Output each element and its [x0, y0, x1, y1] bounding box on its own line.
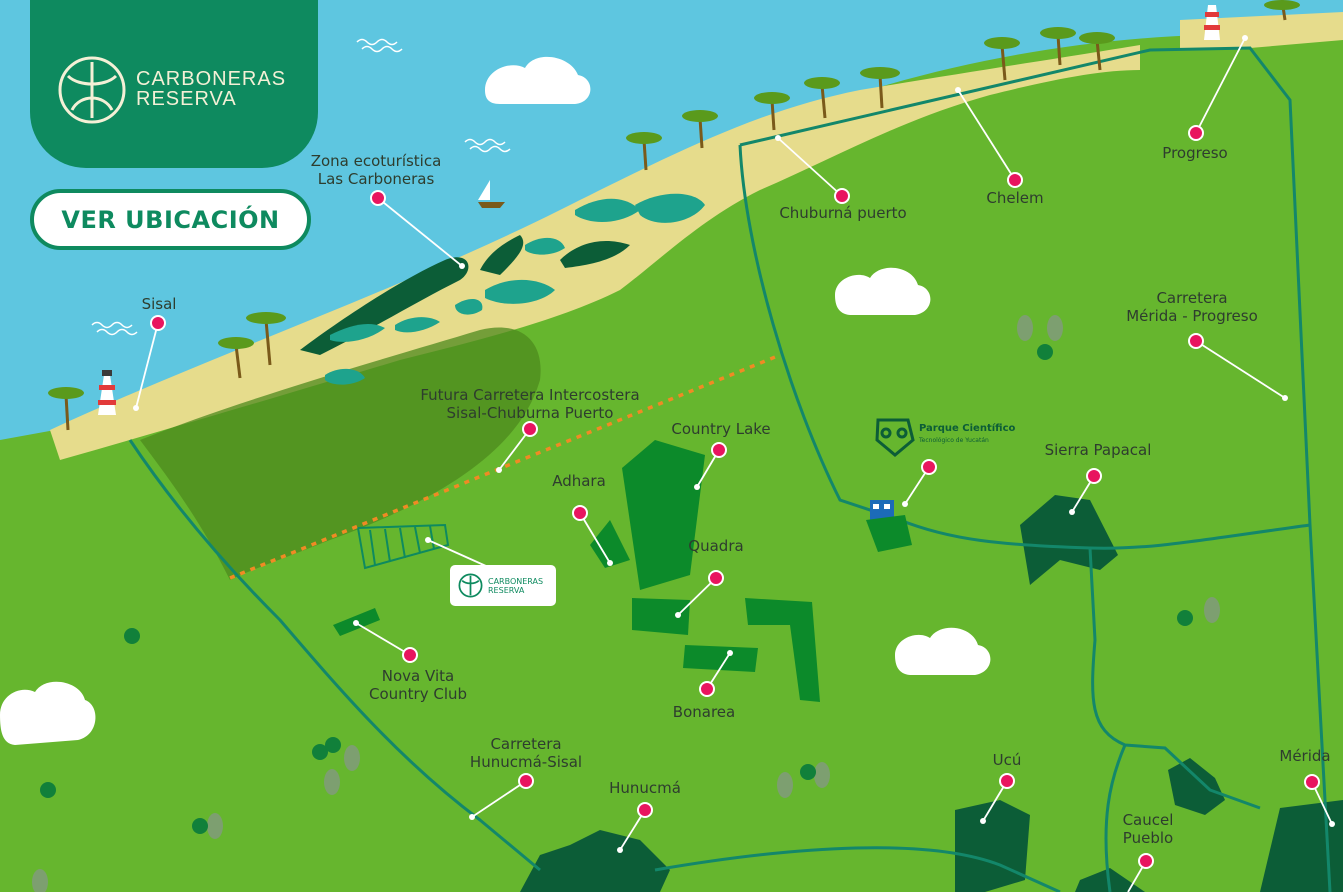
pin-quadra[interactable] — [708, 570, 724, 586]
urban-areas — [520, 495, 1343, 892]
label-zona: Zona ecoturística Las Carboneras — [310, 152, 442, 188]
pin-carretera-progreso[interactable] — [1188, 333, 1204, 349]
label-futura: Futura Carretera Intercostera Sisal-Chub… — [420, 386, 640, 422]
pin-futura[interactable] — [522, 421, 538, 437]
label-chuburna: Chuburná puerto — [779, 204, 907, 222]
label-quadra: Quadra — [688, 537, 744, 555]
label-ucu: Ucú — [992, 751, 1022, 769]
pin-chelem[interactable] — [1007, 172, 1023, 188]
lighthouse-icon — [98, 370, 116, 415]
pin-caucel[interactable] — [1138, 853, 1154, 869]
pin-progreso[interactable] — [1188, 125, 1204, 141]
parque-logo-icon — [875, 418, 915, 457]
label-merida: Mérida — [1279, 747, 1331, 765]
pin-chuburna[interactable] — [834, 188, 850, 204]
pin-sisal[interactable] — [150, 315, 166, 331]
map-pins — [133, 35, 1335, 869]
carboneras-logo-icon — [58, 56, 126, 124]
parque-subtitle: Tecnológico de Yucatán — [919, 437, 989, 444]
pin-ucu[interactable] — [999, 773, 1015, 789]
pin-bonarea[interactable] — [699, 681, 715, 697]
ver-ubicacion-button[interactable]: VER UBICACIÓN — [30, 189, 311, 250]
mangrove-patch — [560, 240, 630, 268]
label-hunucma-sisal: Carretera Hunucmá-Sisal — [469, 735, 583, 771]
pin-country-lake[interactable] — [711, 442, 727, 458]
brand-panel: CARBONERAS RESERVA — [30, 0, 318, 168]
sign-line2: RESERVA — [488, 586, 525, 595]
roads — [128, 46, 1332, 892]
label-progreso: Progreso — [1162, 144, 1228, 162]
brand-name-line2: RESERVA — [136, 88, 237, 110]
mangrove-zone — [140, 327, 541, 580]
lagoon-patches — [325, 193, 705, 385]
sign-line1: CARBONERAS — [488, 577, 544, 586]
pin-hunucma[interactable] — [637, 802, 653, 818]
reserva-sign-card[interactable]: CARBONERAS RESERVA — [450, 565, 556, 606]
pin-nova-vita[interactable] — [402, 647, 418, 663]
label-country-lake: Country Lake — [671, 420, 771, 438]
label-bonarea: Bonarea — [672, 703, 736, 721]
clouds — [0, 56, 991, 745]
pin-adhara[interactable] — [572, 505, 588, 521]
pin-zona[interactable] — [370, 190, 386, 206]
lighthouse-icon — [1204, 5, 1220, 40]
pin-merida[interactable] — [1304, 774, 1320, 790]
label-caucel: Caucel Pueblo — [1122, 811, 1174, 847]
parque-name: Parque Científico — [919, 423, 1016, 434]
building-icon — [866, 500, 912, 552]
label-chelem: Chelem — [986, 189, 1044, 207]
reserva-plots — [356, 523, 450, 570]
palm-leaves — [48, 0, 1300, 399]
label-nova-vita: Nova Vita Country Club — [368, 667, 468, 703]
palms — [64, 0, 1287, 431]
sailboat-icon — [478, 180, 505, 208]
pin-hunucma-sisal[interactable] — [518, 773, 534, 789]
trees — [32, 315, 1220, 892]
pin-parque[interactable] — [921, 459, 937, 475]
brand-name-line1: CARBONERAS — [136, 68, 287, 90]
beach-east — [1180, 12, 1343, 50]
label-hunucma: Hunucmá — [609, 779, 681, 797]
pin-sierra[interactable] — [1086, 468, 1102, 484]
mangrove-patch — [480, 235, 524, 275]
label-sisal: Sisal — [141, 295, 177, 313]
label-carretera-progreso: Carretera Mérida - Progreso — [1126, 289, 1258, 325]
label-adhara: Adhara — [552, 472, 606, 490]
label-sierra: Sierra Papacal — [1044, 441, 1152, 459]
carboneras-logo-icon — [458, 573, 483, 598]
waves — [91, 38, 511, 336]
